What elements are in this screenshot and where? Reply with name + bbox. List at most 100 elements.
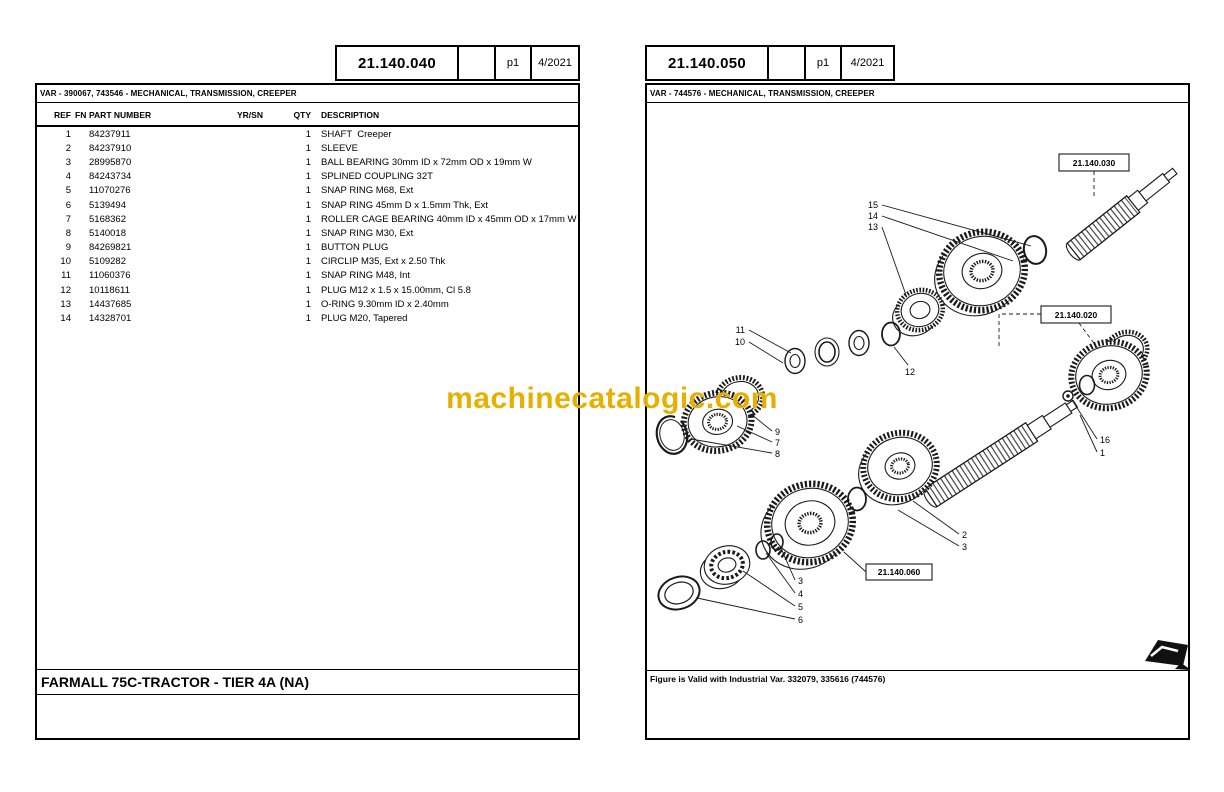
callout-line (1079, 414, 1098, 453)
column-header: FN (73, 103, 87, 127)
snap-ring-left (655, 415, 689, 455)
figure-validity-note: Figure is Valid with Industrial Var. 332… (647, 670, 1188, 687)
spacer-parts (784, 321, 901, 375)
callout-line (881, 204, 1032, 247)
callout-11: 11 (736, 325, 745, 335)
callout-8: 8 (775, 449, 780, 459)
manual-hand-icon (1145, 640, 1188, 670)
callout-4: 4 (798, 589, 803, 599)
leader-line (998, 313, 1041, 348)
main-shaft (923, 399, 1079, 508)
left-revision-date: 4/2021 (538, 57, 572, 69)
left-header-blank-cell (459, 47, 496, 79)
callout-12: 12 (905, 367, 915, 377)
splined-hub (892, 287, 946, 337)
column-header: REF (37, 103, 73, 127)
left-page-number: p1 (496, 47, 532, 79)
callout-line (736, 425, 773, 443)
callout-3: 3 (798, 576, 803, 586)
left-header-box: 21.140.040 p1 4/2021 (335, 45, 580, 81)
callout-16: 16 (1100, 435, 1110, 445)
right-var-line: VAR - 744576 - MECHANICAL, TRANSMISSION,… (647, 85, 1188, 103)
ref-box-label[interactable]: 21.140.030 (1073, 158, 1116, 168)
exploded-diagram: 15141311101297816123345621.140.03021.140… (655, 153, 1188, 670)
callout-13: 13 (868, 222, 878, 232)
callout-line (897, 509, 960, 547)
figure-page: VAR - 744576 - MECHANICAL, TRANSMISSION,… (645, 83, 1190, 740)
right-header-box: 21.140.050 p1 4/2021 (645, 45, 895, 81)
gear-cluster (680, 375, 766, 454)
left-figure-code: 21.140.040 (337, 47, 459, 79)
leader-line (1078, 322, 1100, 351)
column-header: QTY (291, 103, 319, 127)
callout-line (690, 438, 773, 454)
callout-line (881, 215, 1014, 262)
right-header-blank-cell (769, 47, 806, 79)
ball-bearing (699, 545, 751, 590)
callout-15: 15 (868, 200, 878, 210)
ref-box[interactable] (1040, 305, 1112, 324)
gear-mid (858, 429, 940, 506)
right-revision-date: 4/2021 (850, 57, 885, 69)
callout-3: 3 (962, 542, 967, 552)
diagram-annotations: 15141311101297816123345621.140.03021.140… (690, 153, 1130, 625)
callout-2: 2 (962, 530, 967, 540)
gear-output (1068, 329, 1150, 412)
ref-box[interactable] (865, 563, 933, 581)
callout-9: 9 (775, 427, 780, 437)
callout-7: 7 (775, 438, 780, 448)
callout-line (696, 597, 796, 620)
ref-box[interactable] (1058, 153, 1130, 172)
retaining-rings (755, 533, 784, 560)
callout-line (779, 545, 796, 581)
right-page-number: p1 (806, 47, 842, 79)
thrust-ring (847, 486, 867, 512)
callout-6: 6 (798, 615, 803, 625)
right-figure-code: 21.140.050 (647, 47, 769, 79)
callout-line (893, 346, 909, 366)
model-title: FARMALL 75C-TRACTOR - TIER 4A (NA) (37, 669, 578, 695)
callout-line (748, 341, 784, 364)
callout-line (912, 500, 960, 535)
input-shaft (1065, 167, 1178, 261)
callout-1: 1 (1100, 448, 1105, 458)
callout-5: 5 (798, 602, 803, 612)
callout-line (765, 552, 796, 594)
small-ring-and-ball (1062, 374, 1096, 402)
callout-14: 14 (868, 211, 878, 221)
column-header: DESCRIPTION (319, 103, 578, 127)
column-header: YR/SN (235, 103, 291, 127)
parts-list-page: VAR - 390067, 743546 - MECHANICAL, TRANS… (35, 83, 580, 740)
callout-10: 10 (735, 337, 745, 347)
ref-box-label[interactable]: 21.140.020 (1055, 310, 1098, 320)
seal-ring (657, 575, 701, 611)
gear-top (934, 228, 1029, 317)
gear-large (760, 480, 857, 570)
callout-line (881, 226, 907, 296)
leader-line (843, 551, 867, 573)
callout-line (750, 413, 773, 432)
callout-line (748, 329, 792, 354)
left-var-line: VAR - 390067, 743546 - MECHANICAL, TRANS… (37, 85, 578, 103)
callout-line (1071, 399, 1098, 440)
ref-box-label[interactable]: 21.140.060 (878, 567, 921, 577)
callout-line (742, 570, 796, 607)
